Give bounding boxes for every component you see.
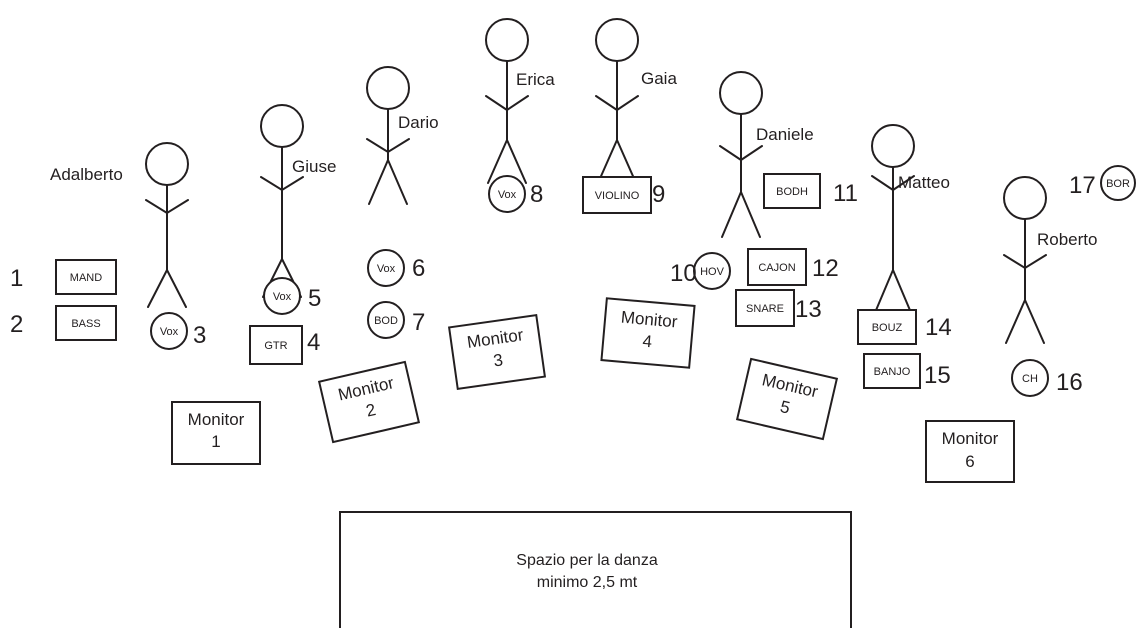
input-label: SNARE — [746, 303, 784, 315]
input-label: Vox — [160, 326, 179, 338]
input-3-vox: Vox 3 — [150, 312, 206, 350]
musician-matteo: Matteo — [871, 124, 950, 316]
monitor-label: Monitor — [942, 429, 999, 448]
musician-adalberto: Adalberto — [50, 142, 189, 308]
monitor-3: Monitor 3 — [447, 314, 547, 390]
monitor-number: 6 — [965, 452, 974, 471]
musician-name: Dario — [398, 113, 439, 132]
musician-name: Gaia — [641, 69, 677, 88]
input-number: 1 — [10, 265, 23, 292]
input-12-cajon: CAJON 12 — [747, 248, 839, 286]
musician-name: Erica — [516, 70, 555, 89]
input-5-vox: Vox 5 — [263, 277, 321, 315]
input-label: BASS — [71, 318, 100, 330]
input-number: 15 — [924, 362, 951, 389]
input-label: Vox — [377, 263, 396, 275]
input-17-bor: BOR 17 — [1069, 165, 1136, 201]
monitor-4: Monitor 4 — [600, 297, 696, 369]
monitor-number: 2 — [364, 400, 378, 421]
input-4-gtr: GTR 4 — [249, 325, 320, 365]
input-number: 6 — [412, 255, 425, 282]
input-11-bodh: BODH 11 — [763, 173, 858, 209]
musician-erica: Erica — [485, 18, 555, 184]
input-number: 16 — [1056, 369, 1083, 396]
monitor-6: Monitor 6 — [925, 420, 1015, 483]
input-label: BOR — [1106, 178, 1130, 190]
musician-dario: Dario — [366, 66, 439, 205]
input-8-vox: Vox 8 — [488, 175, 543, 213]
input-label: CAJON — [758, 262, 795, 274]
input-number: 2 — [10, 311, 23, 338]
input-label: VIOLINO — [595, 190, 640, 202]
monitor-2: Monitor 2 — [317, 360, 421, 444]
musician-daniele: Daniele — [719, 71, 814, 238]
input-label: MAND — [70, 272, 102, 284]
input-1-mand: MAND 1 — [10, 259, 117, 295]
input-13-snare: SNARE 13 — [735, 289, 822, 327]
input-2-bass: BASS 2 — [10, 305, 117, 341]
input-16-ch: CH 16 — [1011, 359, 1083, 397]
monitor-5: Monitor 5 — [735, 357, 839, 441]
input-number: 10 — [670, 260, 697, 287]
input-label: HOV — [700, 266, 725, 278]
input-number: 11 — [833, 180, 858, 207]
monitor-number: 3 — [492, 350, 504, 370]
monitor-1: Monitor 1 — [171, 401, 261, 465]
musician-gaia: Gaia — [595, 18, 677, 184]
dance-area: Spazio per la danza minimo 2,5 mt — [339, 511, 852, 628]
dance-area-line2: minimo 2,5 mt — [537, 574, 638, 591]
input-9-violino: VIOLINO 9 — [582, 176, 665, 214]
monitor-label: Monitor — [188, 410, 245, 429]
input-number: 14 — [925, 314, 952, 341]
input-number: 13 — [795, 296, 822, 323]
input-number: 17 — [1069, 172, 1096, 199]
musician-name: Adalberto — [50, 165, 123, 184]
input-number: 12 — [812, 255, 839, 282]
musician-roberto: Roberto — [1003, 176, 1097, 344]
musician-giuse: Giuse — [260, 104, 336, 298]
monitor-number: 1 — [211, 432, 220, 451]
musician-name: Daniele — [756, 125, 814, 144]
input-label: BOD — [374, 315, 398, 327]
input-number: 7 — [412, 309, 425, 336]
input-number: 4 — [307, 329, 320, 356]
monitor-number: 4 — [642, 332, 653, 352]
input-label: BOUZ — [872, 322, 903, 334]
input-number: 5 — [308, 285, 321, 312]
input-10-hov: HOV 10 — [670, 252, 731, 290]
input-15-banjo: BANJO 15 — [863, 353, 951, 389]
musician-name: Matteo — [898, 173, 950, 192]
input-label: CH — [1022, 373, 1038, 385]
input-7-bod: BOD 7 — [367, 301, 425, 339]
input-label: BANJO — [874, 366, 911, 378]
input-number: 9 — [652, 181, 665, 208]
input-14-bouz: BOUZ 14 — [857, 309, 952, 345]
input-label: Vox — [498, 189, 517, 201]
input-label: Vox — [273, 291, 292, 303]
musician-name: Giuse — [292, 157, 336, 176]
monitor-number: 5 — [778, 397, 792, 418]
input-label: GTR — [264, 340, 287, 352]
monitor-label: Monitor — [620, 308, 678, 332]
input-number: 3 — [193, 322, 206, 349]
musician-name: Roberto — [1037, 230, 1097, 249]
input-number: 8 — [530, 181, 543, 208]
input-6-vox: Vox 6 — [367, 249, 425, 287]
dance-area-line1: Spazio per la danza — [516, 552, 658, 569]
input-label: BODH — [776, 186, 808, 198]
